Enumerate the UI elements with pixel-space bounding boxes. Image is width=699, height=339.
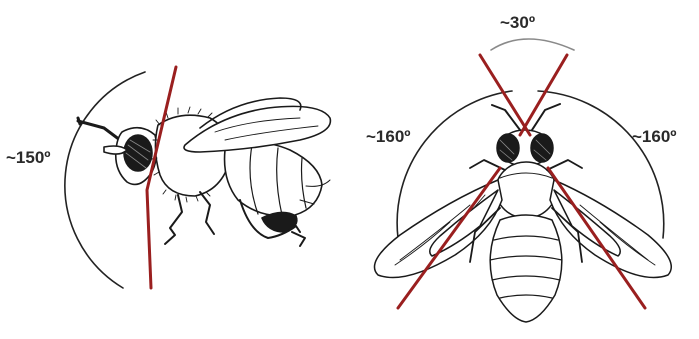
top-abdomen — [490, 215, 562, 322]
top-view-right-angle-label: ~160º — [632, 127, 677, 147]
top-leg-right-front — [547, 160, 582, 170]
side-leg-front — [165, 195, 182, 244]
side-view-bee — [65, 67, 331, 288]
side-abdomen — [225, 143, 322, 217]
side-forewing — [184, 106, 330, 152]
top-view-sight-line-right — [520, 55, 567, 135]
side-antenna — [78, 121, 120, 140]
top-view-left-angle-label: ~160º — [366, 127, 411, 147]
top-wing-left — [374, 180, 502, 278]
top-view-small-arc — [491, 39, 574, 50]
side-leg-middle — [200, 192, 214, 234]
top-view-sight-line-left — [480, 55, 530, 135]
top-view-bee — [374, 39, 671, 322]
side-view-angle-label: ~150º — [6, 148, 51, 168]
top-antenna-left — [492, 105, 520, 130]
top-eye-right — [531, 134, 553, 162]
top-view-top-angle-label: ~30º — [500, 13, 535, 33]
